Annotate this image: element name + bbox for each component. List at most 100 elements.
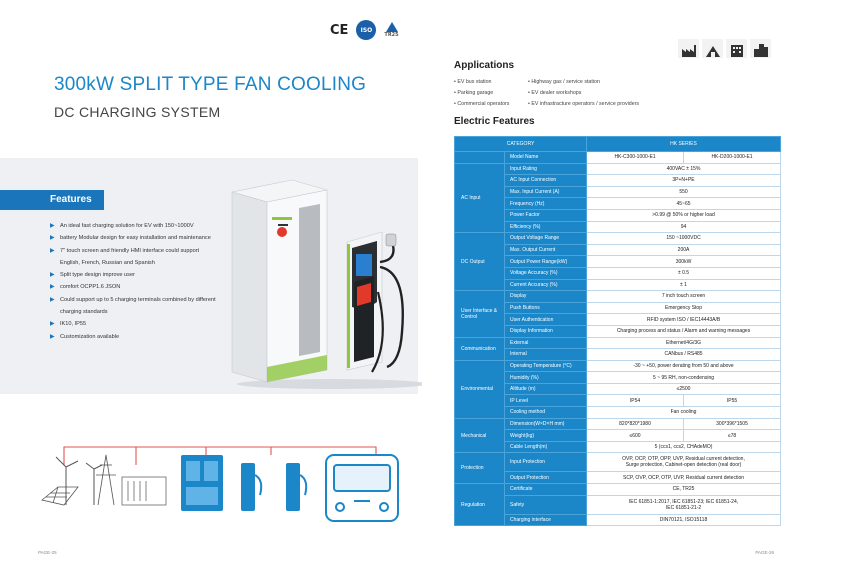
item-label: Altitude (m): [503, 382, 588, 396]
value-cell: ≤2500: [586, 382, 782, 396]
table-row: Output Protection SCP, OVP, OCP, OTP, UVP…: [455, 471, 782, 485]
table-row: Cooling method Fan cooling: [455, 406, 782, 419]
iso-logo: ISO: [356, 20, 377, 40]
value-cell: 45~65: [586, 197, 782, 210]
value-line: -30 ~ +50, power derating from 50 and ab…: [633, 362, 734, 369]
value-cell: 94: [586, 220, 782, 234]
item-label: Safety: [503, 494, 588, 515]
arrow-icon: ▶: [50, 272, 55, 279]
value-line: Ethernet/4G/3G: [666, 339, 702, 346]
value-line: ± 1: [680, 281, 687, 288]
tr-logo: TR25: [384, 22, 399, 38]
item-label: Efficiency (%): [503, 220, 588, 234]
item-label: Model Name: [503, 151, 588, 164]
page-number-right: PAGE-26: [755, 550, 774, 555]
value-cell: 200A: [586, 243, 782, 257]
value-cell: DIN70121, ISO15118: [586, 513, 782, 527]
application-item: • EV bus station: [454, 79, 492, 85]
item-label: Push Buttons: [503, 301, 588, 315]
value-line: DIN70121, ISO15118: [659, 516, 708, 523]
value-line: 5 ~ 95 RH, non-condensing: [653, 374, 715, 381]
value-cell: 3P+N+PE: [586, 174, 782, 187]
value-line: OVP, OCP, OTP, OPP, UVP, Residual curren…: [622, 456, 745, 463]
header-category: CATEGORY: [453, 136, 588, 152]
electric-bus-icon: [325, 454, 399, 522]
energy-storage-icon: [121, 476, 167, 506]
item-label: Dimension(W×D×H mm): [503, 417, 588, 431]
value-line: 3P+N+PE: [672, 177, 695, 184]
value-cell: CE, TR25: [586, 483, 782, 496]
features-heading: Features: [0, 190, 104, 210]
product-subtitle: DC CHARGING SYSTEM: [54, 104, 221, 120]
value-cell: IEC 61851-1:2017, IEC 61851-23; IEC 6185…: [586, 494, 782, 515]
category-cell: User Interface & Control: [454, 290, 505, 338]
item-label: AC Input Connection: [503, 174, 588, 187]
category-cell: AC Input: [454, 162, 505, 234]
table-row: Current Accuracy (%) ± 1: [455, 278, 782, 292]
value-cell: HK-C300-1000-E1: [586, 151, 685, 164]
value-line: CE, TR25: [672, 486, 695, 493]
features-list: ▶An ideal fast charging solution for EV …: [50, 220, 225, 343]
value-cell: Emergency Stop: [586, 301, 782, 315]
value-line: CANbus / RS485: [664, 351, 703, 358]
value-cell: ± 0.5: [586, 266, 782, 280]
value-line: Charging process and status / Alarm and …: [616, 328, 751, 335]
applications-list: • EV bus station • Highway gas / service…: [454, 78, 678, 110]
product-title: 300kW SPLIT TYPE FAN COOLING: [54, 74, 367, 95]
item-label: Cooling method: [503, 406, 588, 419]
value-line: 94: [680, 223, 687, 230]
feature-item: ▶comfort OCPP1.6 JSON: [50, 281, 225, 293]
value-line: Fan cooling: [670, 409, 697, 416]
feature-item: ▶Could support up to 5 charging terminal…: [50, 294, 225, 306]
item-label: IP Level: [503, 394, 588, 408]
value-line: ± 0.5: [677, 270, 690, 277]
solar-panel-icon: [41, 486, 79, 506]
arrow-icon: ▶: [50, 247, 55, 254]
table-header-row: CATEGORY HK SERIES: [453, 136, 782, 152]
application-icons: [678, 39, 771, 58]
value-cell: ≤600: [586, 429, 685, 442]
item-label: Output Power Range(kW): [503, 255, 588, 268]
item-label: Cable Length(m): [503, 440, 588, 454]
table-row: Voltage Accuracy (%) ± 0.5: [455, 266, 782, 280]
blue-cabinet-icon: [181, 455, 223, 511]
table-row: Frequency (Hz)45~65: [455, 197, 782, 210]
value-cell: IP54: [586, 394, 685, 408]
value-cell: CANbus / RS485: [586, 348, 782, 361]
item-label: Current Accuracy (%): [503, 278, 588, 292]
value-cell: >0.99 @ 50% or higher load: [586, 208, 782, 222]
value-line: ≤2500: [676, 386, 691, 393]
feature-item-continued: charging standards: [60, 309, 108, 316]
value-line: SCP, OVP, OCP, OTP, UVP, Residual curren…: [623, 474, 745, 481]
value-cell: 400VAC ± 15%: [586, 162, 782, 176]
charger-product-image: [231, 179, 422, 389]
item-label: Output Protection: [503, 471, 588, 485]
item-label: Charging interface: [503, 513, 588, 527]
item-label: Weight(kg): [503, 429, 588, 442]
value-cell: ≤78: [683, 429, 782, 442]
arrow-icon: ▶: [50, 333, 55, 340]
item-label: User Authentication: [503, 313, 588, 326]
value-line: 400VAC ± 15%: [666, 165, 701, 172]
table-row: Safety IEC 61851-1:2017, IEC 61851-23; IE…: [455, 494, 782, 515]
item-label: Output Voltage Range: [503, 232, 588, 245]
value-cell: RFID system ISO / IEC14443A/B: [586, 313, 782, 326]
feature-item: ▶7" touch screen and friendly HMI interf…: [50, 245, 225, 257]
value-line: IEC 61851-1:2017, IEC 61851-23; IEC 6185…: [628, 498, 739, 505]
factory-icon: [678, 39, 699, 58]
applications-heading: Applications: [454, 60, 515, 71]
item-label: Frequency (Hz): [503, 197, 588, 210]
value-cell: 300kW: [586, 255, 782, 268]
value-cell: -30 ~ +50, power derating from 50 and ab…: [586, 359, 782, 373]
office-building-icon: [726, 39, 747, 58]
item-label: Voltage Accuracy (%): [503, 266, 588, 280]
category-cell: Protection: [454, 452, 505, 485]
category-cell: Communication: [454, 336, 505, 361]
